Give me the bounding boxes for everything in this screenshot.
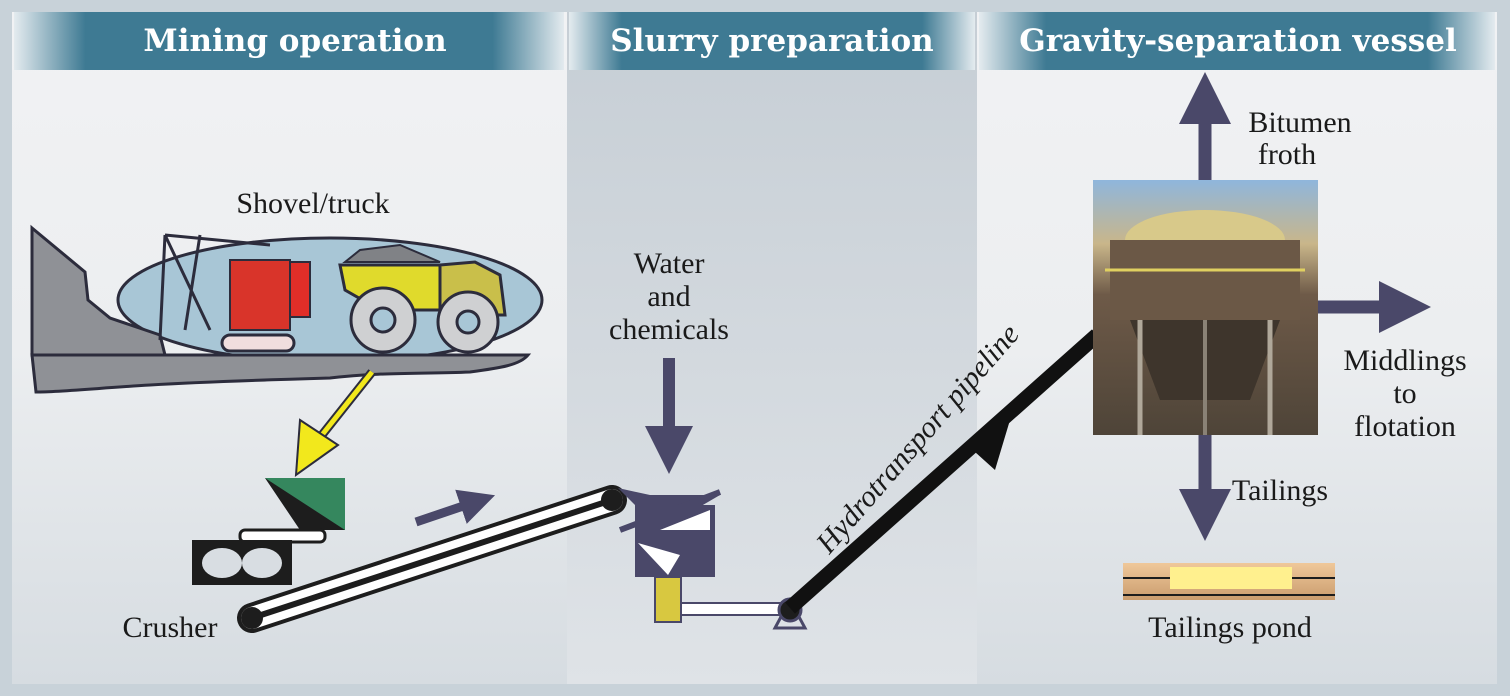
middlings-label-line2: to	[1393, 377, 1416, 410]
shovel-truck-illustration	[30, 224, 544, 394]
mining-header-bar	[14, 12, 564, 70]
crusher-label: Crusher	[123, 611, 218, 644]
tailings-pond-label: Tailings pond	[1148, 611, 1312, 644]
mining-header: Mining operation	[143, 23, 446, 59]
tailings-pond-illustration	[1123, 563, 1335, 600]
yellow-down-arrow-icon	[294, 369, 376, 478]
gravity-header: Gravity-separation vessel	[1019, 23, 1456, 59]
slurry-mixer-illustration	[618, 488, 808, 630]
water-label-line2: and	[647, 280, 690, 313]
slurry-panel	[567, 12, 977, 684]
bitumen-label-line2: froth	[1258, 138, 1316, 171]
gravity-header-bar	[979, 12, 1495, 70]
water-label-line1: Water	[634, 247, 705, 280]
slurry-header: Slurry preparation	[610, 23, 933, 59]
water-label-line3: chemicals	[609, 313, 729, 346]
separation-vessel-photo	[1093, 180, 1318, 435]
hydrotransport-pipeline	[785, 329, 1102, 614]
crusher-illustration	[192, 478, 345, 585]
pipeline-arrowhead-icon	[975, 420, 1010, 470]
bitumen-label-line1: Bitumen	[1248, 106, 1351, 139]
slurry-header-bar	[569, 12, 975, 70]
conveyor-belt	[237, 485, 627, 633]
flow-arrow-icon	[414, 489, 496, 527]
shovel-truck-label: Shovel/truck	[236, 187, 389, 220]
middlings-label-line1: Middlings	[1343, 344, 1466, 377]
tailings-label: Tailings	[1232, 474, 1328, 507]
middlings-label-line3: flotation	[1354, 410, 1456, 443]
